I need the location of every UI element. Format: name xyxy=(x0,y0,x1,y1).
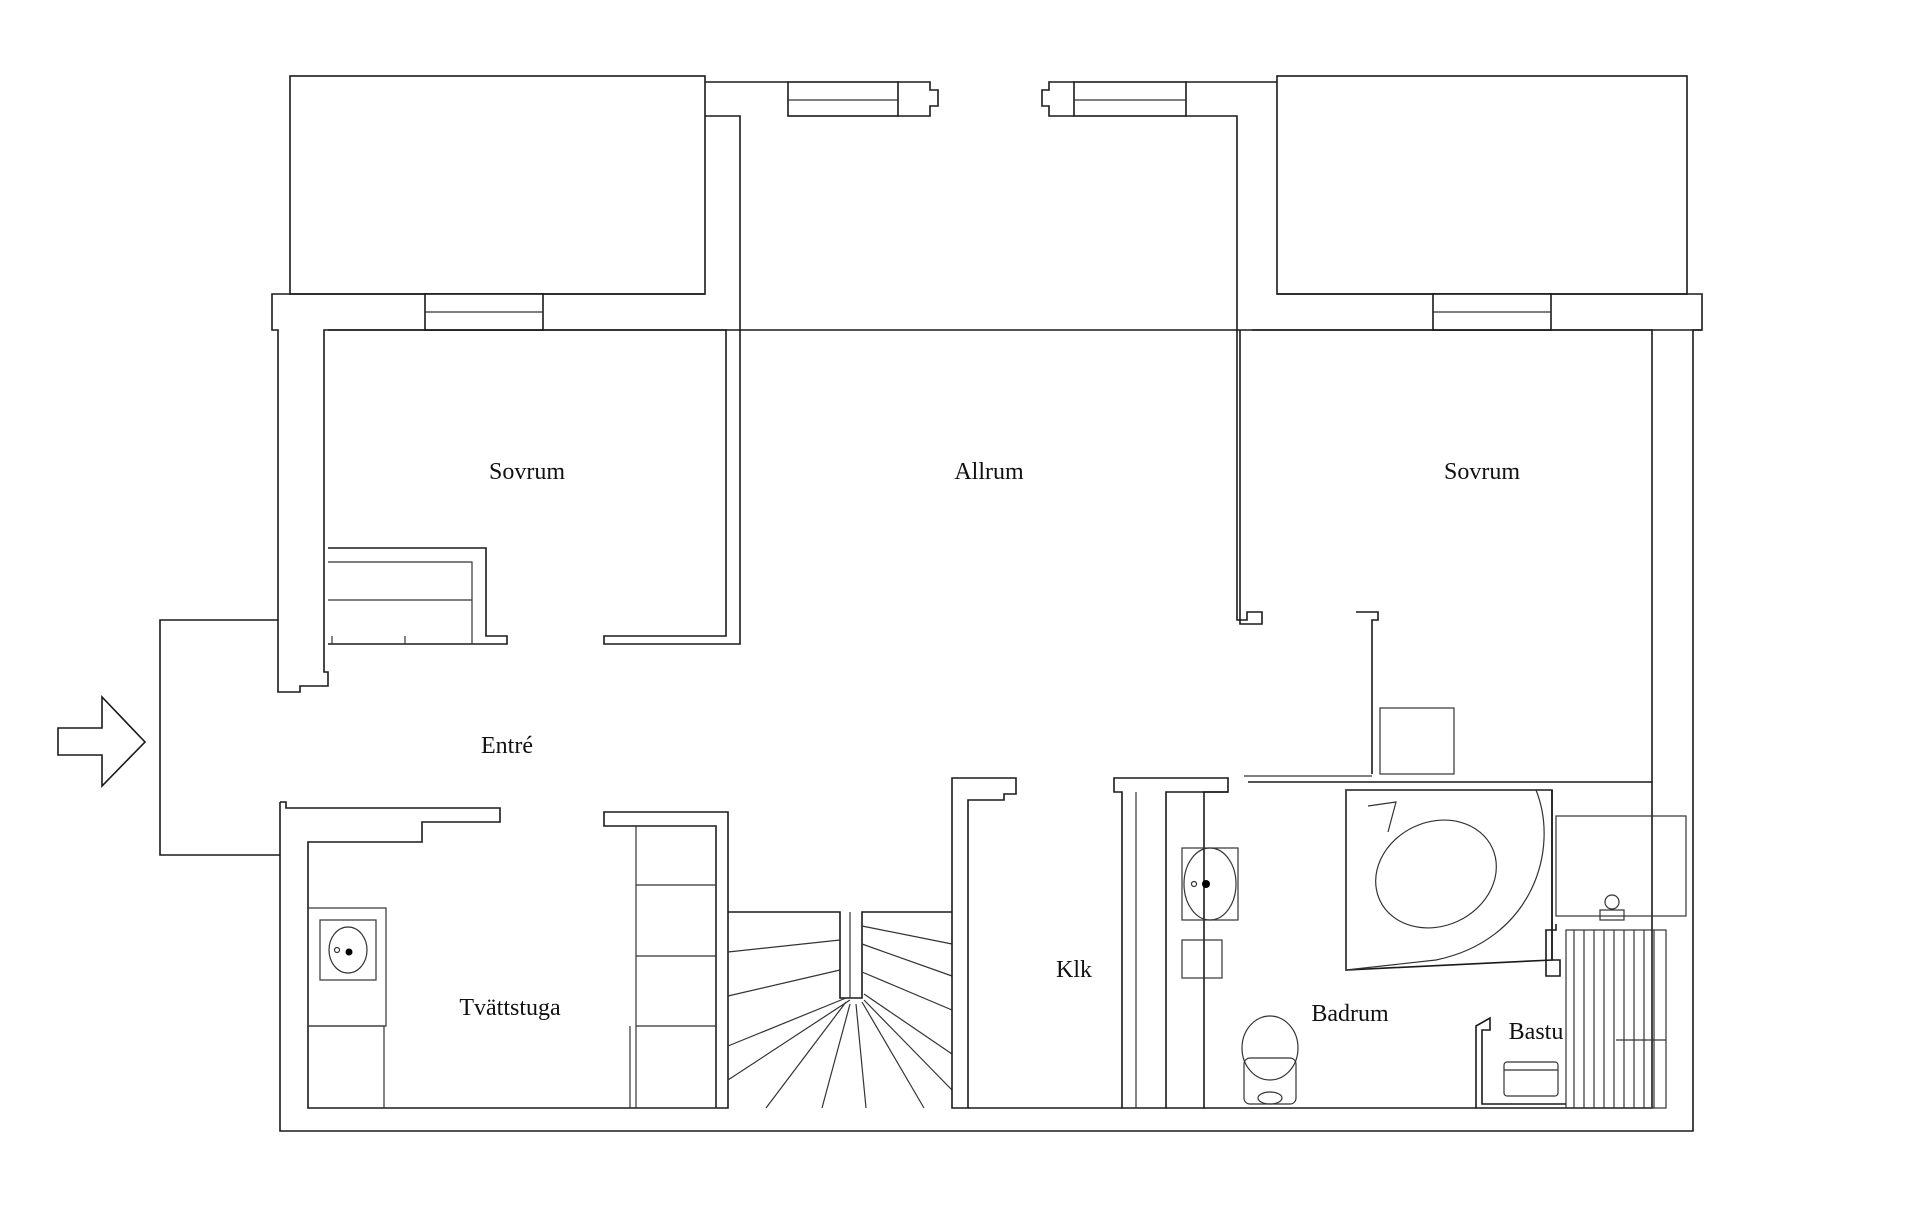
balcony-right xyxy=(1276,75,1688,295)
bathroom-sink xyxy=(1181,847,1239,921)
wall-sauna xyxy=(1545,790,1561,977)
window-bedroom-left xyxy=(424,293,544,331)
toilet xyxy=(1241,1015,1299,1105)
wall-bathroom xyxy=(1166,791,1228,1109)
room-label-klk: Klk xyxy=(1056,957,1092,983)
wall-bedroom-right xyxy=(1186,115,1263,625)
outer-wall xyxy=(271,293,1702,693)
wall-closet xyxy=(951,777,1017,1109)
wall-bedroom-left xyxy=(328,115,741,645)
balcony-left xyxy=(289,75,706,295)
laundry-sink xyxy=(307,907,387,1027)
window-top-left xyxy=(705,81,939,117)
sauna-heater-bench xyxy=(1555,815,1687,917)
staircase xyxy=(727,911,953,1109)
wardrobe-right xyxy=(1244,707,1455,777)
laundry-cabinets xyxy=(308,825,717,1109)
room-label-tvattstuga: Tvättstuga xyxy=(459,995,561,1021)
room-label-bastu: Bastu xyxy=(1509,1019,1564,1045)
room-label-badrum: Badrum xyxy=(1311,1001,1389,1027)
room-label-allrum: Allrum xyxy=(954,459,1024,485)
room-label-entre: Entré xyxy=(481,733,533,759)
bathroom-cabinet xyxy=(1181,939,1223,979)
arrow-right-icon xyxy=(57,695,147,788)
wall-laundry xyxy=(280,801,715,1109)
wardrobe-left xyxy=(328,561,473,644)
window-bedroom-right xyxy=(1432,293,1552,331)
room-label-sovrum-left: Sovrum xyxy=(489,459,565,485)
room-label-sovrum-right: Sovrum xyxy=(1444,459,1520,485)
sauna-stove xyxy=(1503,1061,1559,1097)
window-top-right xyxy=(1041,81,1277,117)
sauna-benches xyxy=(1565,929,1667,1109)
sauna-fixture xyxy=(1599,894,1625,921)
corner-bathtub xyxy=(1345,789,1553,971)
